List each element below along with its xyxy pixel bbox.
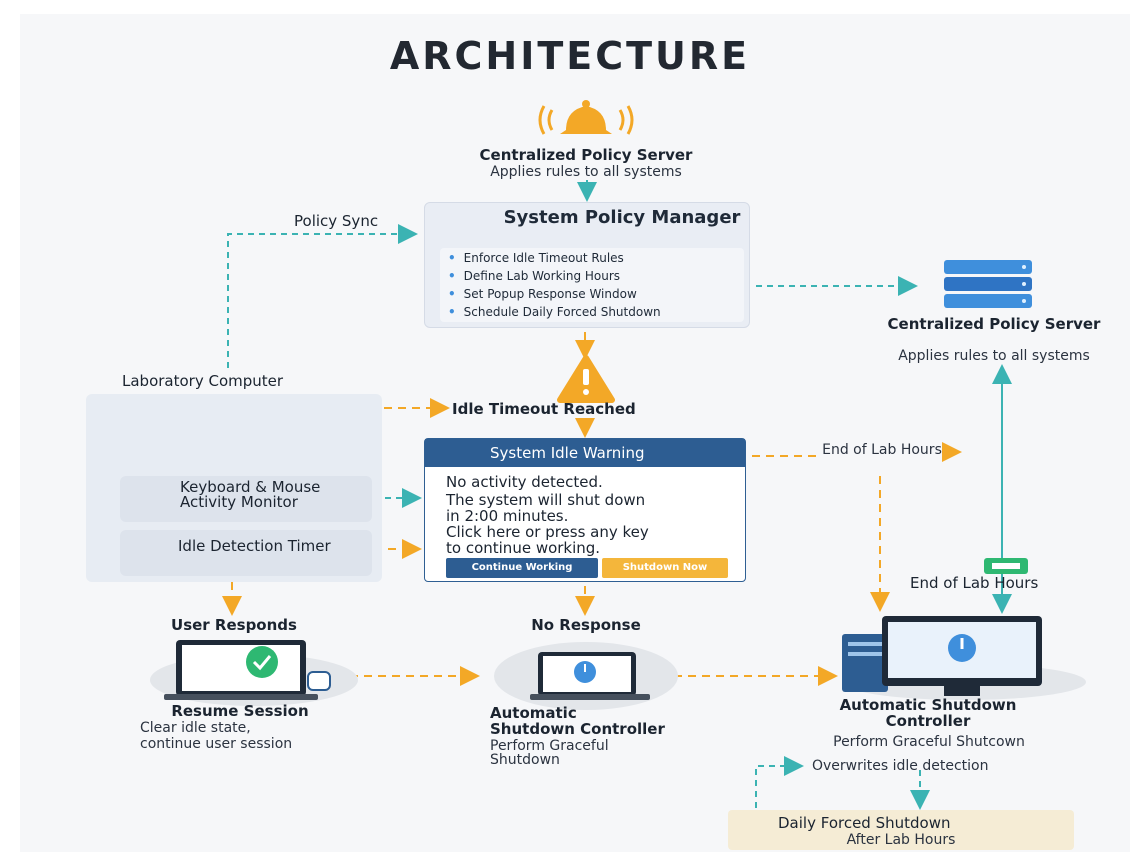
desktop-power-icon [842,616,1086,700]
warning-line: No activity detected. [446,473,603,491]
idle-timer-box [120,530,372,576]
idle-warning-title: System Idle Warning [490,444,645,462]
idle-timeout-label: Idle Timeout Reached [452,400,636,418]
end-of-lab-label: End of Lab Hours [822,442,942,458]
warning-line: The system will shut down [446,491,646,509]
daily-shutdown-title: Daily Forced Shutdown [778,814,951,832]
policy-server-top-subtitle: Applies rules to all systems [490,164,682,180]
policy-rule: Enforce Idle Timeout Rules [440,248,744,267]
daily-shutdown-subtitle: After Lab Hours [846,832,956,848]
arrow-overwrite [755,756,804,808]
page-title: ARCHITECTURE [389,34,751,78]
resume-session-line: continue user session [140,736,293,752]
idle-warning-header [425,439,745,467]
auto-shutdown-mid-line: Perform Graceful [490,738,609,754]
warning-line: in 2:00 minutes. [446,507,569,525]
warning-line: to continue working. [446,539,601,557]
warning-line: Click here or press any key [446,523,649,541]
auto-shutdown-right-title: Controller [885,712,971,730]
auto-shutdown-right-title: Automatic Shutdown [839,696,1017,714]
auto-shutdown-mid-title: Automatic [490,704,577,722]
policy-rules-list: Enforce Idle Timeout Rules Define Lab Wo… [440,248,744,322]
daily-shutdown-box [728,810,1074,850]
policy-server-right-title: Centralized Policy Server [887,315,1101,333]
idle-timer-label: Idle Detection Timer [178,537,331,555]
resume-session-line: Clear idle state, [140,720,251,736]
activity-monitor-box [120,476,372,522]
auto-shutdown-right-subtitle: Perform Graceful Shutcown [833,734,1025,750]
policy-manager-title: System Policy Manager [503,207,741,228]
user-responds-label: User Responds [171,616,297,634]
policy-server-right-subtitle: Applies rules to all systems [898,348,1090,364]
laptop-power-icon [494,642,678,710]
link-icon [984,558,1028,574]
policy-rule: Define Lab Working Hours [440,267,744,285]
no-response-label: No Response [531,616,641,634]
policy-server-top-title: Centralized Policy Server [479,146,693,164]
server-stack-icon [944,260,1032,308]
policy-rule: Schedule Daily Forced Shutdown [440,303,744,321]
activity-monitor-label: Keyboard & Mouse Activity Monitor [180,478,321,511]
arrow-policy-sync [227,224,418,368]
bell-icon [538,100,634,135]
auto-shutdown-mid-title: Shutdown Controller [490,720,665,738]
end-of-lab-label-lower: End of Lab Hours [910,574,1039,592]
overwrite-label: Overwrites idle detection [812,758,989,774]
laptop-check-icon [150,640,358,706]
shutdown-now-button[interactable]: Shutdown Now [602,558,728,578]
continue-working-button[interactable]: Continue Working [446,558,598,578]
resume-session-title: Resume Session [171,702,309,720]
policy-sync-label: Policy Sync [294,212,379,230]
warning-triangle-icon [557,355,615,403]
lab-computer-title: Laboratory Computer [122,372,284,390]
policy-rule: Set Popup Response Window [440,285,744,303]
auto-shutdown-mid-line: Shutdown [490,752,560,768]
